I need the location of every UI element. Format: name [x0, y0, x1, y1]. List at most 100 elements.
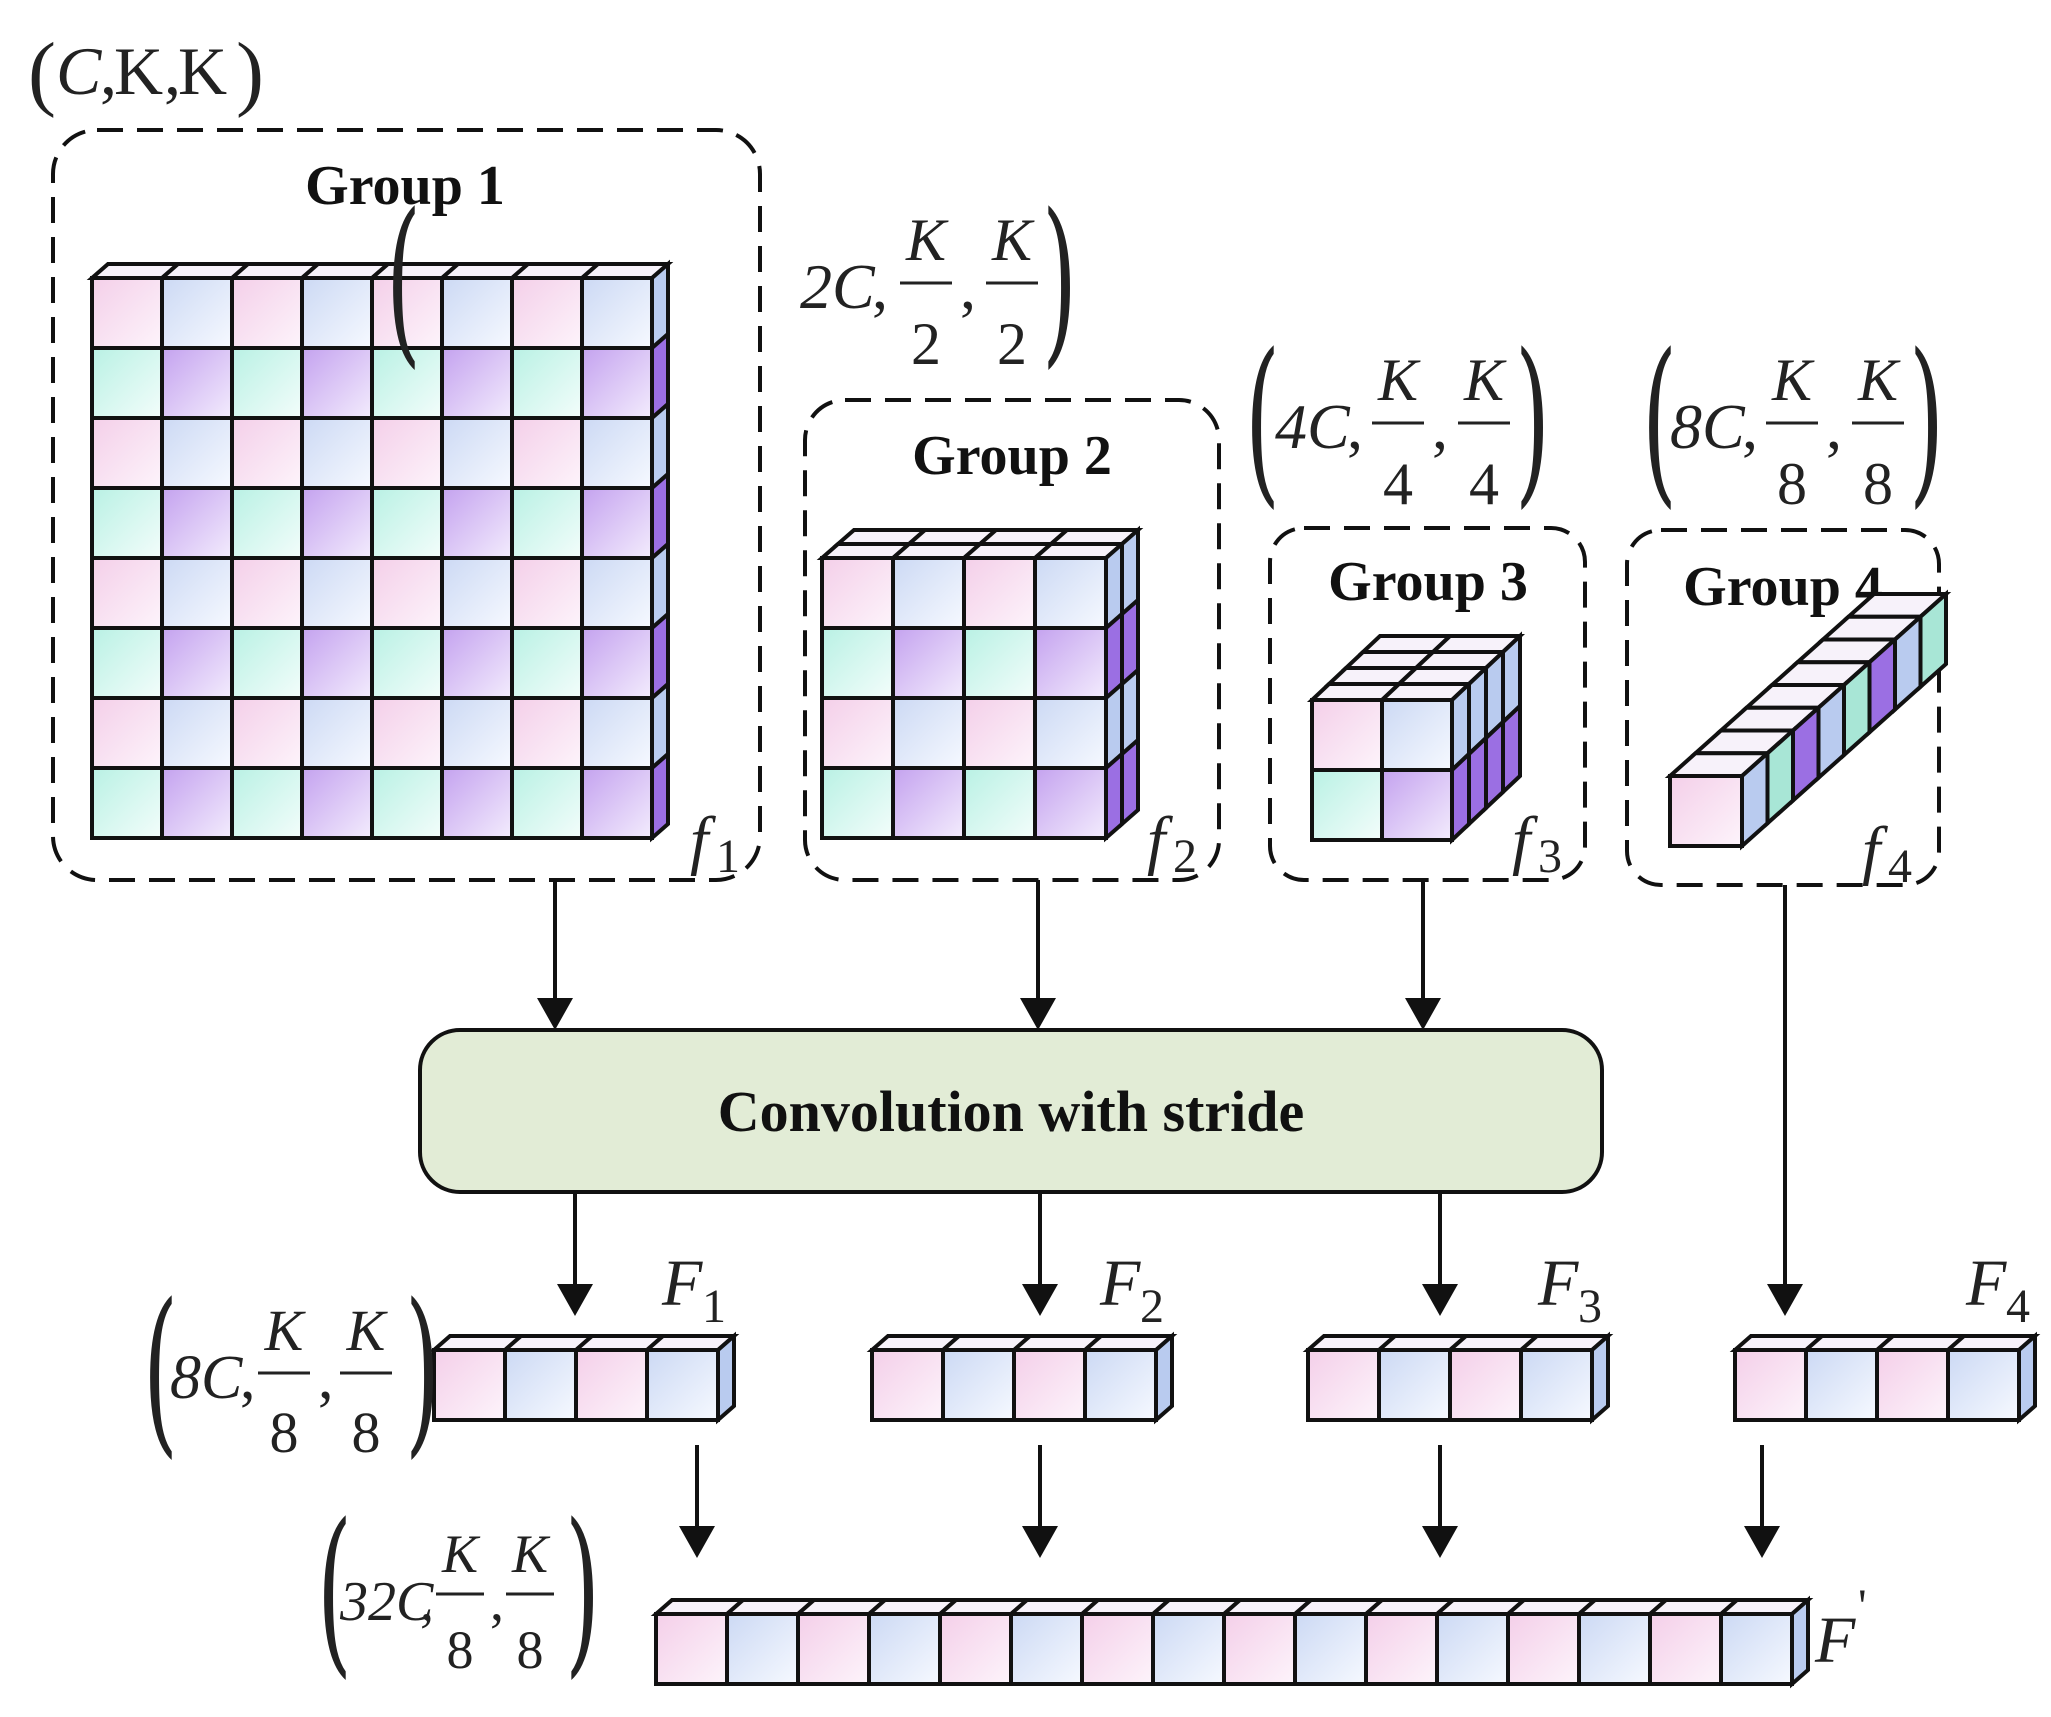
block-cell	[820, 766, 895, 840]
dim-denominator: 8	[517, 1620, 544, 1680]
group2-feature-block	[816, 525, 1144, 843]
block-cell	[160, 626, 234, 700]
block-cell	[370, 416, 444, 490]
dim-numerator: K	[1463, 347, 1507, 413]
block-cell	[440, 696, 514, 770]
input-arrows	[537, 880, 1803, 1316]
group4-box	[1625, 528, 1941, 887]
block-cell	[160, 696, 234, 770]
arrow-head	[1767, 1284, 1803, 1316]
output-label-4: F 4	[1965, 1247, 2030, 1333]
arrow-head	[537, 998, 573, 1030]
block-cell	[160, 486, 234, 560]
block-cell	[1380, 698, 1454, 772]
block-cell	[90, 556, 164, 630]
block-cell	[440, 486, 514, 560]
block-cell	[1946, 1348, 2021, 1422]
block-cell	[1377, 1348, 1452, 1422]
block-cell	[580, 556, 654, 630]
block-cell	[1648, 1612, 1723, 1686]
dim-comma: ,	[164, 33, 181, 109]
block-cell	[300, 766, 374, 840]
convolution-label: Convolution with stride	[718, 1079, 1305, 1144]
arrow-head	[679, 1526, 715, 1558]
group4-feature-block	[1664, 589, 1952, 851]
block-cell	[941, 1348, 1016, 1422]
block-cell	[230, 626, 304, 700]
block-cell	[300, 346, 374, 420]
block-cell	[230, 276, 304, 350]
block-cell	[1009, 1612, 1084, 1686]
block-cell	[440, 766, 514, 840]
dim-numerator: K	[511, 1524, 551, 1584]
block-cell	[820, 696, 895, 770]
dim-coef: C	[56, 33, 102, 109]
block-cell	[938, 1612, 1013, 1686]
block-cell	[370, 626, 444, 700]
block-cell	[580, 416, 654, 490]
block-side-face	[1918, 589, 1948, 692]
paren-open: (	[1245, 315, 1280, 525]
block-cell	[962, 556, 1037, 630]
dim-numerator: K	[905, 207, 949, 273]
dim-width: K	[178, 33, 227, 109]
f-letter: f	[1147, 804, 1173, 877]
feature-blocks	[86, 259, 2041, 1689]
output-label-2: F 2	[1099, 1247, 1164, 1333]
block-cell	[1577, 1612, 1652, 1686]
group1-box	[51, 128, 762, 882]
block-cell	[510, 696, 584, 770]
f-index: 2	[1173, 830, 1197, 883]
block-cell	[1222, 1612, 1297, 1686]
block-cell	[230, 556, 304, 630]
block-cell	[90, 696, 164, 770]
block-cell	[962, 696, 1037, 770]
arrow-head	[1020, 998, 1056, 1030]
block-cell	[1733, 1348, 1808, 1422]
block-cell	[160, 766, 234, 840]
block-cell	[90, 346, 164, 420]
block-cell	[962, 766, 1037, 840]
paren-open: (	[143, 1265, 178, 1475]
output-block-3	[1302, 1331, 1614, 1425]
dim-denominator: 8	[352, 1400, 381, 1465]
f-letter: f	[1512, 804, 1538, 877]
dim-denominator: 8	[447, 1620, 474, 1680]
F-letter: F	[1537, 1247, 1579, 1320]
dim-denominator: 2	[911, 311, 941, 377]
block-cell	[370, 696, 444, 770]
conv-output-arrows	[557, 1192, 1458, 1316]
block-cell	[1506, 1612, 1581, 1686]
paren-open: (	[317, 1485, 352, 1695]
F-letter: F	[1814, 1604, 1856, 1677]
dim-numerator: K	[441, 1524, 481, 1584]
block-cell	[891, 556, 966, 630]
block-cell	[654, 1612, 729, 1686]
block-cell	[870, 1348, 945, 1422]
group1-title: Group 1	[305, 155, 505, 217]
dim-comma: ,	[318, 1344, 334, 1412]
block-cell	[370, 766, 444, 840]
output-block-2	[866, 1331, 1178, 1425]
paren-close: )	[236, 26, 264, 119]
block-side-face	[1790, 1595, 1810, 1689]
block-cell	[90, 416, 164, 490]
block-cell	[300, 556, 374, 630]
block-cell	[300, 486, 374, 560]
group2-dimension: ( 2C , K 2 , K 2 )	[386, 175, 1077, 385]
dim-comma: ,	[1742, 391, 1758, 462]
paren-open: (	[1642, 315, 1677, 525]
arrow-head	[1744, 1526, 1780, 1558]
block-side-face	[650, 749, 670, 843]
block-cell	[370, 276, 444, 350]
block-cell	[510, 486, 584, 560]
f-index: 1	[716, 830, 740, 883]
paren-close: )	[565, 1485, 600, 1695]
block-side-face	[1154, 1331, 1174, 1425]
group2-box	[803, 398, 1221, 882]
block-cell	[440, 416, 514, 490]
paren-close: )	[1909, 315, 1944, 525]
block-cell	[1668, 774, 1744, 848]
block-cell	[230, 696, 304, 770]
block-cell	[230, 766, 304, 840]
